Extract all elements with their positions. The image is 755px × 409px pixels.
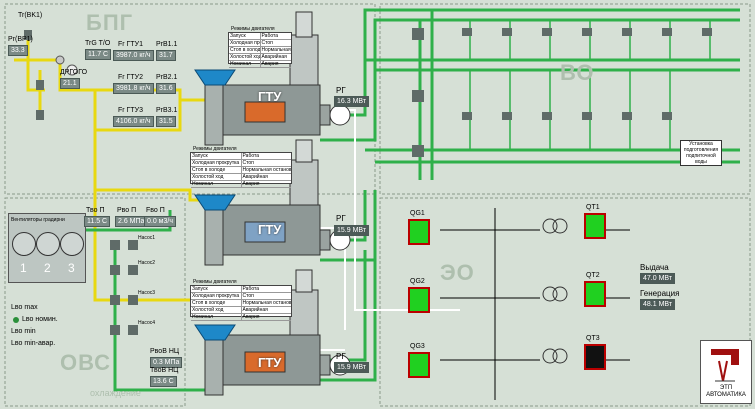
fan-title: Вентиляторы градирни (11, 217, 65, 223)
pr-b11-value[interactable]: 31.7 (156, 50, 176, 61)
fr-gtu2-label: Fr ГТУ2 (118, 74, 143, 81)
water-pipes (80, 8, 740, 392)
qg2-breaker[interactable] (408, 287, 430, 313)
valves-gas (24, 30, 78, 120)
output-label: Выдача (640, 263, 669, 272)
tvo-nc-value[interactable]: 13.6 C (150, 376, 177, 387)
output-value[interactable]: 47.0 МВт (640, 273, 676, 284)
pump-1-label: Насос1 (138, 235, 156, 241)
valves-vo (412, 28, 712, 157)
zone-ovs-label: ОВС (60, 350, 112, 375)
level-min-alarm: Lво min-авар. (11, 340, 56, 347)
tvo-label: Тво П (86, 207, 105, 214)
pumps (110, 240, 138, 335)
rg3-label: РГ (336, 352, 346, 361)
fan-3-number: 3 (68, 261, 75, 275)
qt1-label: QT1 (586, 204, 600, 211)
gtu-bodies (194, 11, 351, 396)
level-max: Lво max (11, 304, 38, 311)
rg2-value[interactable]: 15.9 МВт (334, 225, 370, 236)
fan-1-icon[interactable] (12, 232, 36, 256)
pr-vp1-value[interactable]: 33.3 (8, 45, 28, 56)
fvo-label: Fво П (146, 207, 165, 214)
rg1-label: РГ (336, 86, 346, 95)
qt3-label: QT3 (586, 335, 600, 342)
rg2-label: РГ (336, 214, 346, 223)
generation-label: Генерация (640, 289, 680, 298)
transformers (542, 218, 568, 364)
qg3-breaker[interactable] (408, 352, 430, 378)
qg2-label: QG2 (410, 278, 425, 285)
logo-icon (711, 349, 739, 382)
fvo-value[interactable]: 0.0 м3/ч (144, 216, 176, 227)
qg3-label: QG3 (410, 343, 425, 350)
fan-2-number: 2 (44, 261, 51, 275)
rvo-nc-label: РвоВ НЦ (150, 348, 180, 355)
trg-tg-value[interactable]: 11.7 C (85, 49, 112, 60)
generation-value[interactable]: 48.1 МВт (640, 299, 676, 310)
zone-eo-frame (379, 197, 751, 407)
gtu3-panel-title: Режимы двигателя (193, 279, 237, 285)
zone-vo-frame (379, 3, 751, 195)
pr-b21-value[interactable]: 31.6 (156, 83, 176, 94)
qt2-breaker[interactable] (584, 281, 606, 307)
gtu1-label[interactable]: ГТУ (258, 89, 282, 104)
zone-bpg-label: БПГ (86, 10, 134, 35)
rvo-value[interactable]: 2.6 МПа (115, 216, 148, 227)
zone-vo-label: ВО (560, 60, 595, 85)
pr-vp1-label: Pr(BP1) (8, 36, 33, 43)
drgogo-label: ДРГОГО (60, 69, 88, 76)
drgogo-value[interactable]: 21.1 (60, 78, 80, 89)
level-min: Lво min (11, 328, 36, 335)
fr-gtu3-value[interactable]: 4106.0 кг/ч (113, 116, 154, 127)
qg1-breaker[interactable] (408, 219, 430, 245)
zone-eo-label: ЭО (440, 260, 475, 285)
water-treatment-unit[interactable]: Установка подготовления подпиточной воды (680, 140, 722, 166)
qt2-label: QT2 (586, 272, 600, 279)
qt3-breaker[interactable] (584, 344, 606, 370)
qt1-breaker[interactable] (584, 213, 606, 239)
pump-3-label: Насос3 (138, 290, 156, 296)
tvo-value[interactable]: 11.5 C (84, 216, 111, 227)
trg-tg-label: TrG T/O (85, 40, 111, 47)
gtu2-panel-title: Режимы двигателя (193, 146, 237, 152)
rvo-nc-value[interactable]: 0.3 МПа (150, 357, 183, 368)
pump-2-label: Насос2 (138, 260, 156, 266)
pump-4-label: Насос4 (138, 320, 156, 326)
level-nominal: Lво номин. (22, 316, 58, 323)
tvo-nc-label: ТвоВ НЦ (150, 367, 179, 374)
pr-b31-label: PrВ3.1 (156, 107, 178, 114)
fan-2-icon[interactable] (36, 232, 60, 256)
fr-gtu3-label: Fr ГТУ3 (118, 107, 143, 114)
pr-b21-label: PrВ2.1 (156, 74, 178, 81)
rg1-value[interactable]: 16.3 МВт (334, 96, 370, 107)
gtu3-label[interactable]: ГТУ (258, 355, 282, 370)
pr-b31-value[interactable]: 31.5 (156, 116, 176, 127)
fan-1-number: 1 (20, 261, 27, 275)
fr-gtu2-value[interactable]: 3981.8 кг/ч (113, 83, 154, 94)
qg1-label: QG1 (410, 210, 425, 217)
zone-cooling-label: охлаждение (90, 388, 141, 398)
pr-b11-label: PrВ1.1 (156, 41, 178, 48)
etp-automation-logo: ЭТП АВТОМАТИКА (700, 340, 752, 404)
fr-gtu1-value[interactable]: 3987.0 кг/ч (113, 50, 154, 61)
tr-vk1-label: Tr(BK1) (18, 12, 43, 19)
water-branches (469, 20, 711, 150)
logo-text: ЭТП АВТОМАТИКА (706, 385, 746, 398)
gtu2-label[interactable]: ГТУ (258, 222, 282, 237)
rg3-value[interactable]: 15.9 МВт (334, 362, 370, 373)
fan-3-icon[interactable] (60, 232, 84, 256)
level-nominal-indicator (13, 317, 19, 323)
rvo-label: Рво П (117, 207, 137, 214)
gtu1-panel-title: Режимы двигателя (231, 26, 275, 32)
cooling-tower-fans[interactable]: Вентиляторы градирни 1 2 3 (8, 213, 86, 283)
fr-gtu1-label: Fr ГТУ1 (118, 41, 143, 48)
